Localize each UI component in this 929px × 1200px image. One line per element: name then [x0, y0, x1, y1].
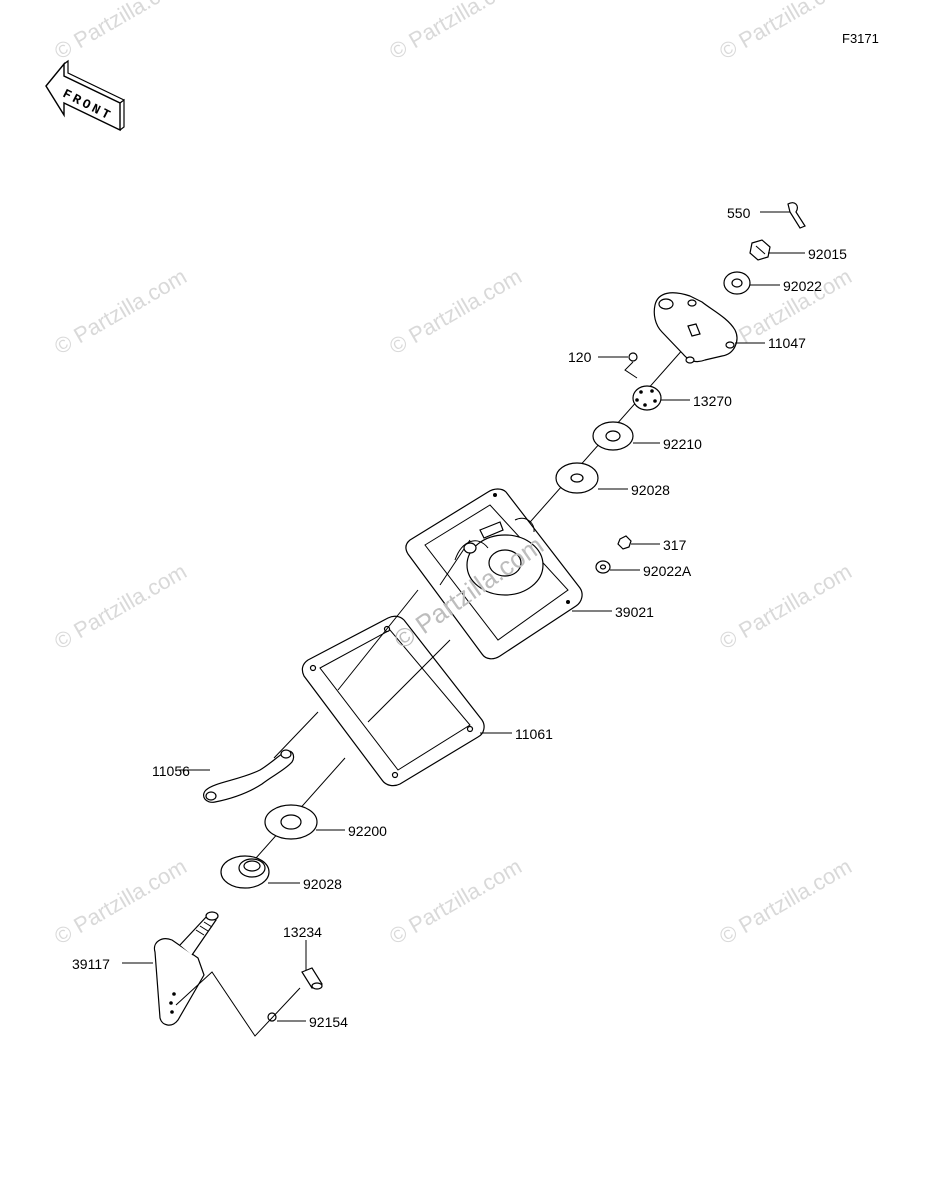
part-120: [624, 352, 638, 379]
diagram-code: F3171: [842, 31, 879, 46]
label-13234[interactable]: 13234: [283, 924, 322, 940]
label-550[interactable]: 550: [727, 205, 751, 221]
front-arrow-icon: FRONT: [45, 59, 125, 132]
watermark: © Partzilla.com: [50, 0, 191, 64]
cotter-pin-550: [787, 202, 806, 229]
label-92015[interactable]: 92015: [808, 246, 847, 262]
washer-92022: [723, 271, 751, 295]
watermark-layer: © Partzilla.com © Partzilla.com © Partzi…: [50, 0, 856, 949]
label-92154[interactable]: 92154: [309, 1014, 348, 1030]
bushing-92028-lower: [220, 855, 270, 889]
housing-39021: [405, 488, 583, 660]
arm-shaft-39117: [153, 911, 219, 1026]
label-39021[interactable]: 39021: [615, 604, 654, 620]
nut-317: [617, 535, 632, 550]
label-92022[interactable]: 92022: [783, 278, 822, 294]
watermark: © Partzilla.com: [50, 854, 191, 950]
label-317[interactable]: 317: [663, 537, 687, 553]
label-92200[interactable]: 92200: [348, 823, 387, 839]
axis-line: [337, 589, 419, 691]
label-11047[interactable]: 11047: [768, 335, 806, 351]
watermark: © Partzilla.com: [50, 559, 191, 655]
axis-line: [367, 639, 451, 723]
bracket-11047: [653, 292, 738, 364]
watermark: © Partzilla.com: [385, 0, 526, 64]
watermark: © Partzilla.com: [385, 854, 526, 950]
axis-line: [273, 711, 319, 759]
label-13270[interactable]: 13270: [693, 393, 732, 409]
watermark: © Partzilla.com: [50, 264, 191, 360]
watermark: © Partzilla.com: [715, 559, 856, 655]
gasket-11061: [301, 615, 485, 787]
label-11061[interactable]: 11061: [515, 726, 553, 742]
label-92210[interactable]: 92210: [663, 436, 702, 452]
label-92022A[interactable]: 92022A: [643, 563, 692, 579]
label-39117[interactable]: 39117: [72, 956, 110, 972]
watermark: © Partzilla.com: [715, 854, 856, 950]
watermark: © Partzilla.com: [715, 0, 856, 64]
label-92028-lower[interactable]: 92028: [303, 876, 342, 892]
watermark: © Partzilla.com: [385, 264, 526, 360]
castle-nut-92015: [749, 239, 771, 261]
washer-92022A: [595, 560, 611, 574]
link-11056: [203, 749, 295, 803]
label-11056[interactable]: 11056: [152, 763, 190, 779]
bolt-92154: [267, 1012, 277, 1022]
label-120[interactable]: 120: [568, 349, 592, 365]
connector-lines: [175, 971, 301, 1037]
washer-92200: [264, 804, 318, 840]
washer-92028-upper: [555, 462, 599, 494]
label-92028-upper[interactable]: 92028: [631, 482, 670, 498]
fitting-13234: [301, 967, 323, 990]
leader-lines: [122, 211, 805, 1022]
part-labels: 550 92015 92022 11047 120 13270 92210 92…: [72, 205, 847, 1030]
washer-92210: [592, 421, 634, 451]
plate-13270: [632, 385, 662, 411]
